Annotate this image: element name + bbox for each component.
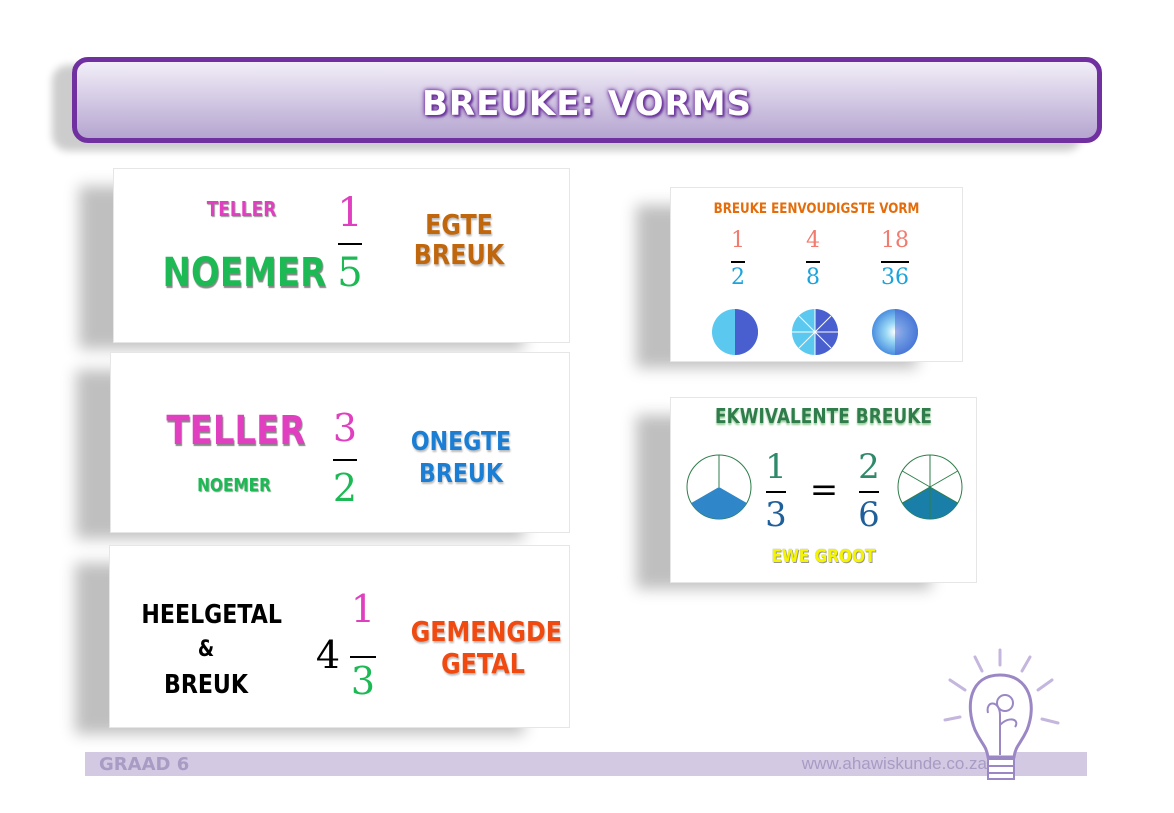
numerator: 1	[765, 447, 787, 487]
lightbulb-logo-icon	[943, 648, 1060, 780]
numerator: 3	[332, 406, 358, 450]
fraction-bar	[350, 656, 376, 658]
card-title: BREUKE EENVOUDIGSTE VORM	[713, 201, 920, 217]
sixths-pie-icon	[897, 454, 963, 520]
half-pie-icon	[712, 309, 758, 355]
denominator: 2	[332, 466, 358, 510]
numerator: 1	[337, 190, 363, 236]
numerator: 2	[858, 447, 880, 487]
mixed-number-card: HEELGETAL & BREUK 4 1 3 GEMENGDE GETAL	[109, 545, 570, 728]
numerator: 18	[881, 228, 909, 253]
type-label-1: ONEGTE	[410, 427, 512, 457]
denominator-label: NOEMER	[197, 475, 271, 496]
numerator: 4	[806, 228, 820, 253]
card-title: EKWIVALENTE BREUKE	[714, 404, 933, 428]
fraction-bar	[731, 261, 745, 263]
footer-band: GRAAD 6 www.ahawiskunde.co.za	[85, 752, 1087, 776]
fraction-bar	[881, 261, 909, 263]
numerator: 1	[731, 228, 745, 253]
fraction-bar	[333, 459, 357, 461]
caption: EWE GROOT	[771, 546, 876, 567]
equals-sign: =	[809, 470, 839, 510]
numerator-label: TELLER	[206, 197, 277, 221]
denominator: 2	[731, 265, 745, 290]
denominator: 6	[858, 495, 880, 535]
thirds-pie-icon	[686, 454, 752, 520]
proper-fraction-card: TELLER NOEMER 1 5 EGTE BREUK	[113, 168, 570, 343]
denominator-label: NOEMER	[162, 250, 327, 296]
denominator: 5	[337, 250, 363, 296]
fraction-bar	[806, 261, 820, 263]
denominator: 36	[881, 265, 909, 290]
thirty-sixths-pie-icon	[872, 309, 918, 355]
denominator: 3	[765, 495, 787, 535]
website-link[interactable]: www.ahawiskunde.co.za	[801, 754, 987, 773]
label-line-3: BREUK	[163, 670, 249, 700]
title-banner: BREUKE: VORMS	[72, 57, 1102, 143]
label-line-1: HEELGETAL	[141, 600, 282, 630]
whole-number: 4	[315, 633, 341, 677]
improper-fraction-card: TELLER NOEMER 3 2 ONEGTE BREUK	[110, 352, 570, 533]
type-label-2: BREUK	[413, 238, 505, 271]
fraction-bar	[859, 491, 879, 493]
equivalent-fractions-card: EKWIVALENTE BREUKE 1 3 = 2 6 EWE GROOT	[670, 397, 977, 583]
grade-label: GRAAD 6	[99, 754, 190, 775]
eighths-pie-icon	[792, 309, 838, 355]
fraction-bar	[338, 243, 362, 245]
type-label-1: GEMENGDE	[410, 615, 562, 648]
denominator: 3	[350, 659, 376, 703]
fraction-bar	[766, 491, 786, 493]
page-title: BREUKE: VORMS	[421, 84, 753, 124]
numerator: 1	[350, 587, 376, 631]
type-label-1: EGTE	[425, 208, 493, 241]
type-label-2: GETAL	[441, 647, 525, 680]
label-line-2: &	[197, 637, 215, 662]
denominator: 8	[806, 265, 820, 290]
simplest-form-card: BREUKE EENVOUDIGSTE VORM 1 2 4 8 18 36	[670, 187, 963, 362]
numerator-label: TELLER	[166, 408, 306, 454]
type-label-2: BREUK	[418, 459, 504, 489]
